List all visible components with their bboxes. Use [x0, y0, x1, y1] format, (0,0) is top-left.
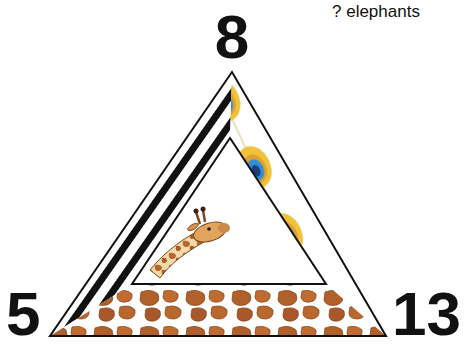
- inner-triangle: [132, 138, 326, 284]
- corner-number: 5: [6, 283, 40, 345]
- corner-number: 13: [392, 283, 461, 345]
- giraffe-band: [50, 284, 386, 336]
- apex-number: 8: [215, 6, 249, 68]
- outer-triangle: [50, 72, 386, 336]
- caption-note: ? elephants: [332, 3, 420, 20]
- giraffe-head: [150, 207, 230, 279]
